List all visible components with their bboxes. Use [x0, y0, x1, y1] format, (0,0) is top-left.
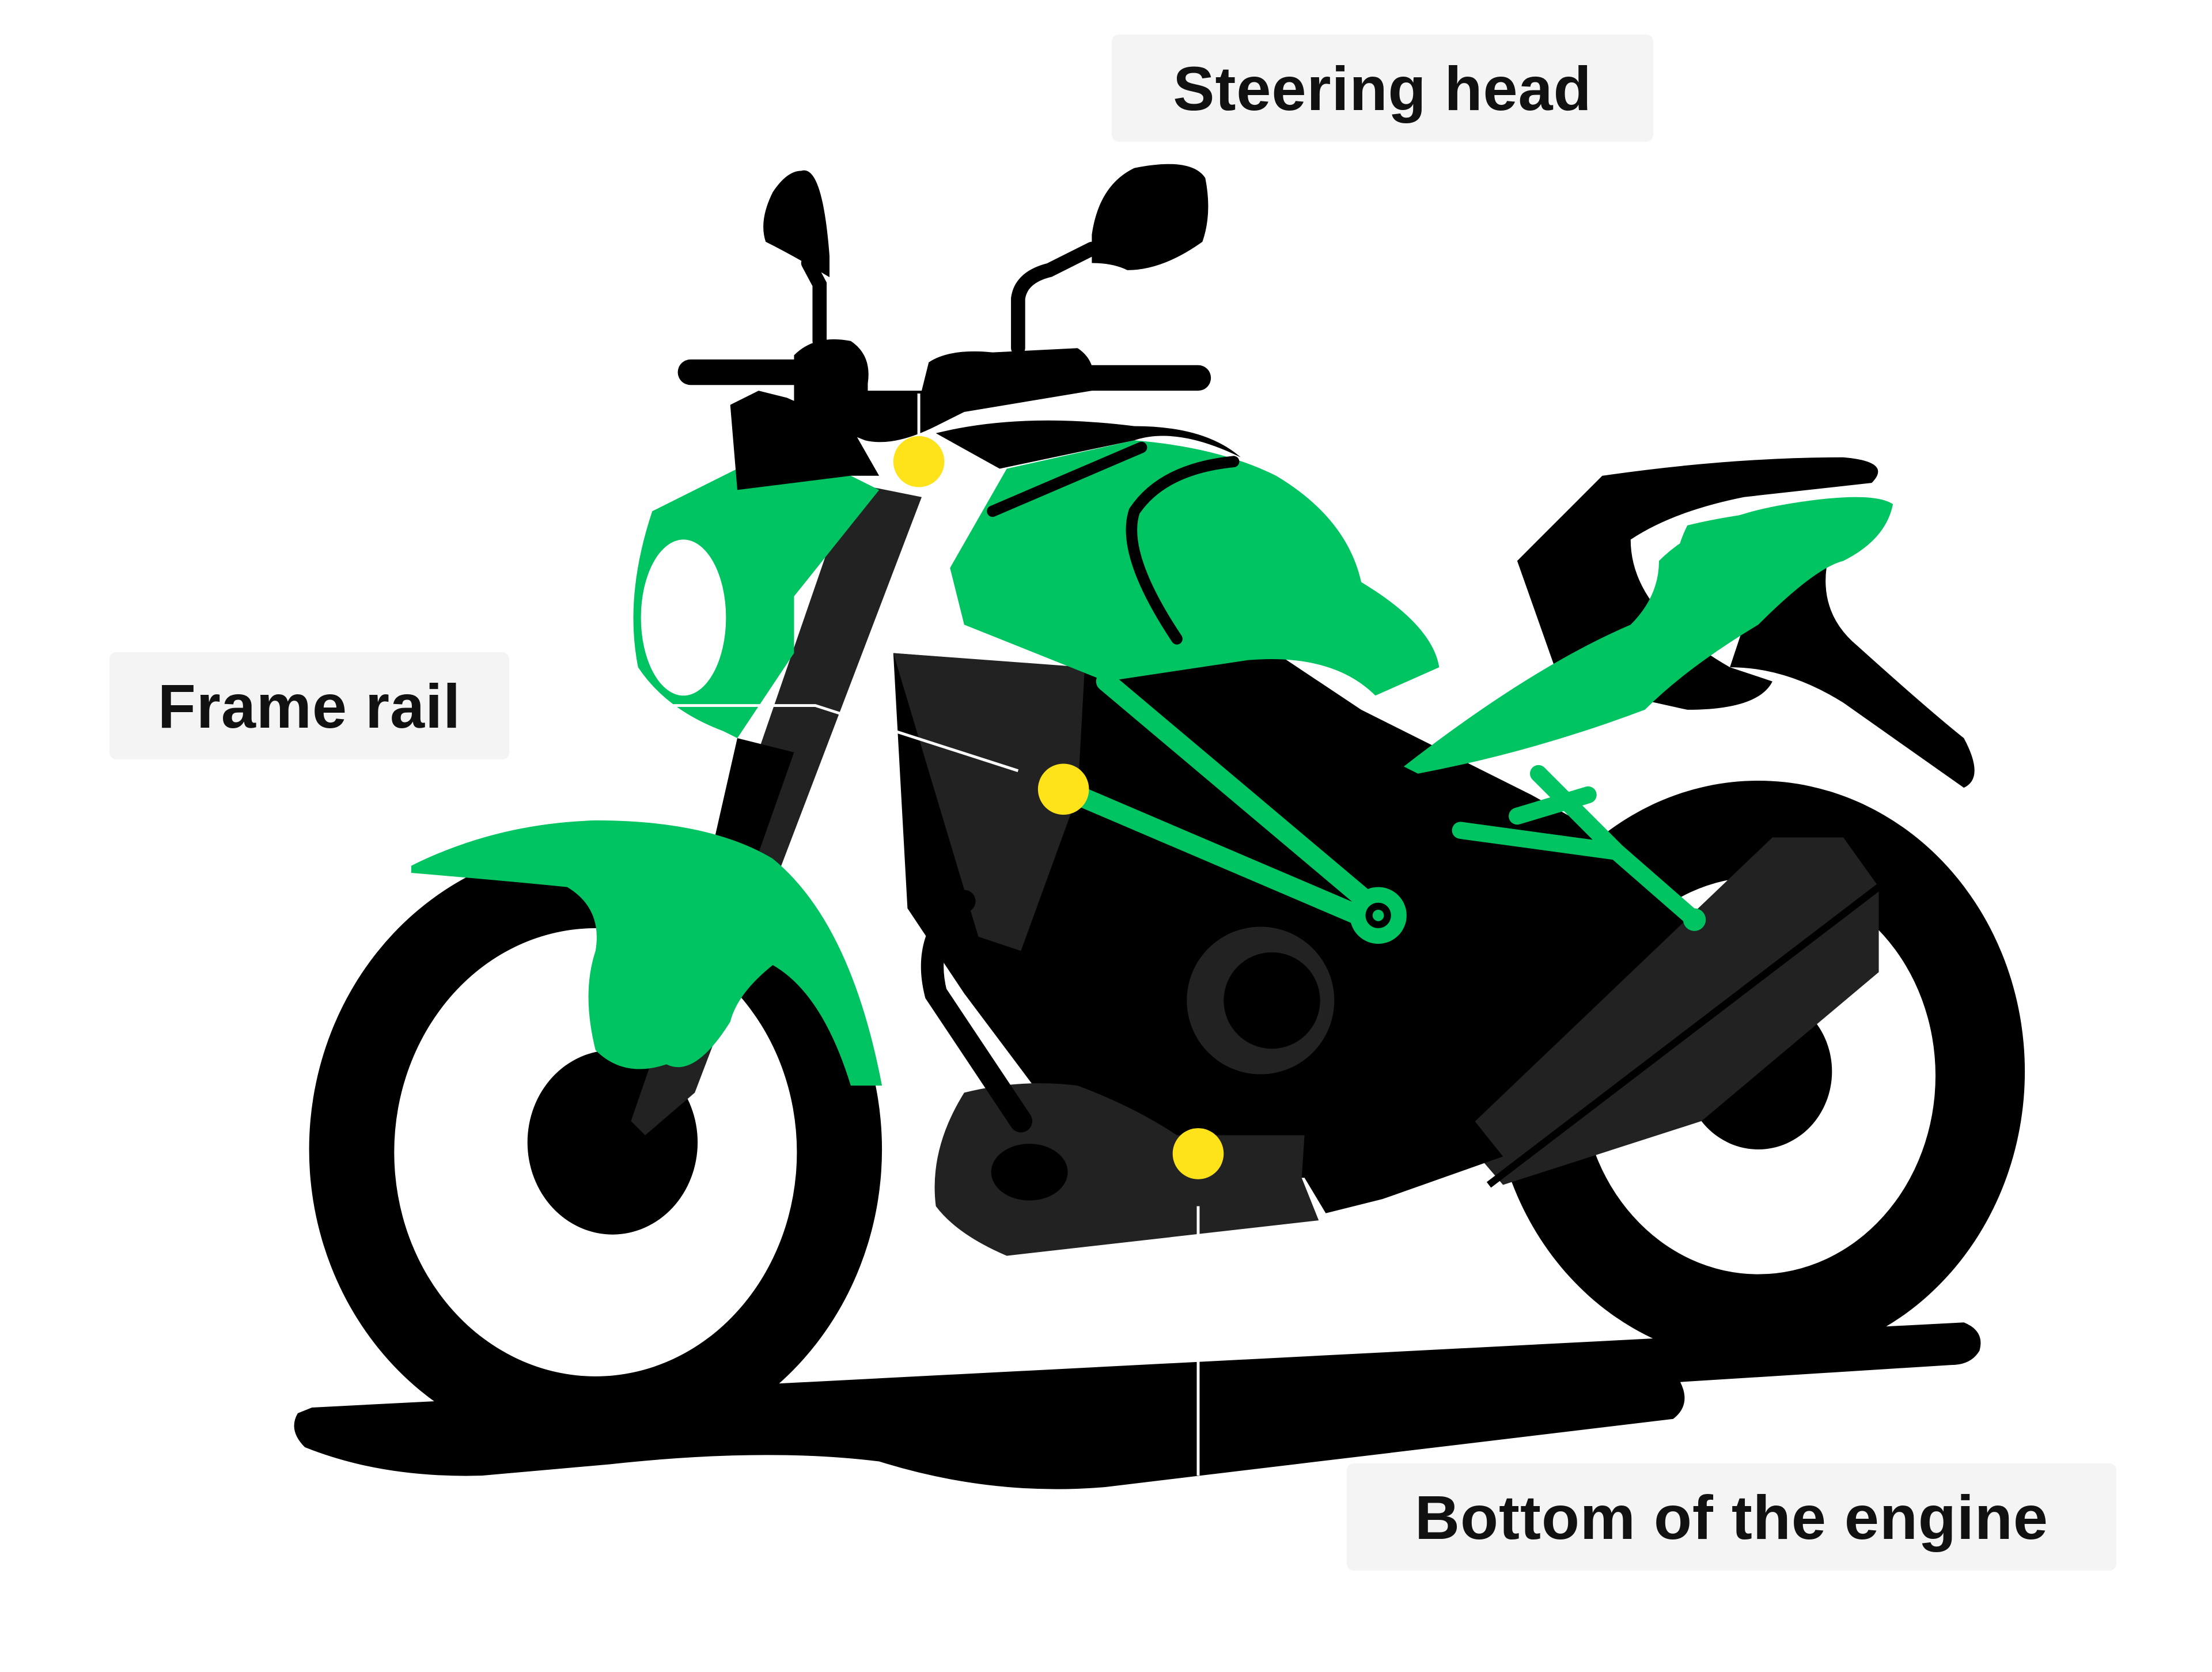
exhaust — [1460, 837, 1879, 1185]
fuel-tank — [950, 440, 1440, 696]
frame-rail-label: Frame rail — [157, 671, 461, 741]
marker-steering-head — [893, 436, 945, 487]
tank-stripe — [987, 441, 1240, 645]
headlight — [641, 539, 726, 696]
rear-bracket-bolt — [1683, 908, 1706, 931]
marker-engine-bottom — [1172, 1128, 1224, 1179]
marker-frame-rail — [1037, 763, 1089, 815]
exhaust-header — [921, 890, 1032, 1133]
exhaust-pipe — [1304, 1121, 1503, 1213]
ground-shadow — [294, 1322, 1981, 1489]
frame-rail-callout: Frame rail — [109, 652, 509, 759]
engine-cover-inner — [1224, 952, 1320, 1049]
engine-block — [893, 653, 1702, 1178]
tail-hugger — [1730, 554, 1975, 788]
engine-bottom-callout: Bottom of the engine — [1347, 1463, 2116, 1571]
engine-bottom-label: Bottom of the engine — [1415, 1482, 2048, 1552]
leader-frame — [673, 704, 1019, 773]
mirror-stem-left — [801, 256, 827, 349]
tank-top — [935, 420, 1241, 469]
steering-head-label: Steering head — [1173, 53, 1592, 123]
sump-plug — [991, 1144, 1068, 1201]
swingarm-pivot-center — [1372, 910, 1384, 921]
mirror-stem-right — [1011, 241, 1099, 355]
headlight-mount — [730, 391, 880, 490]
front-fender — [411, 820, 882, 1086]
mirror-right — [1092, 164, 1209, 270]
rear-bracket — [1452, 765, 1703, 928]
exhaust-seam — [1486, 884, 1881, 1188]
tail-panel-highlight — [1675, 504, 1843, 616]
crankcase — [893, 653, 1085, 951]
handlebar-clamp — [794, 339, 1094, 442]
mirror-left — [763, 170, 830, 278]
frame-tube — [1053, 671, 1385, 933]
steering-head-callout: Steering head — [1112, 35, 1653, 142]
